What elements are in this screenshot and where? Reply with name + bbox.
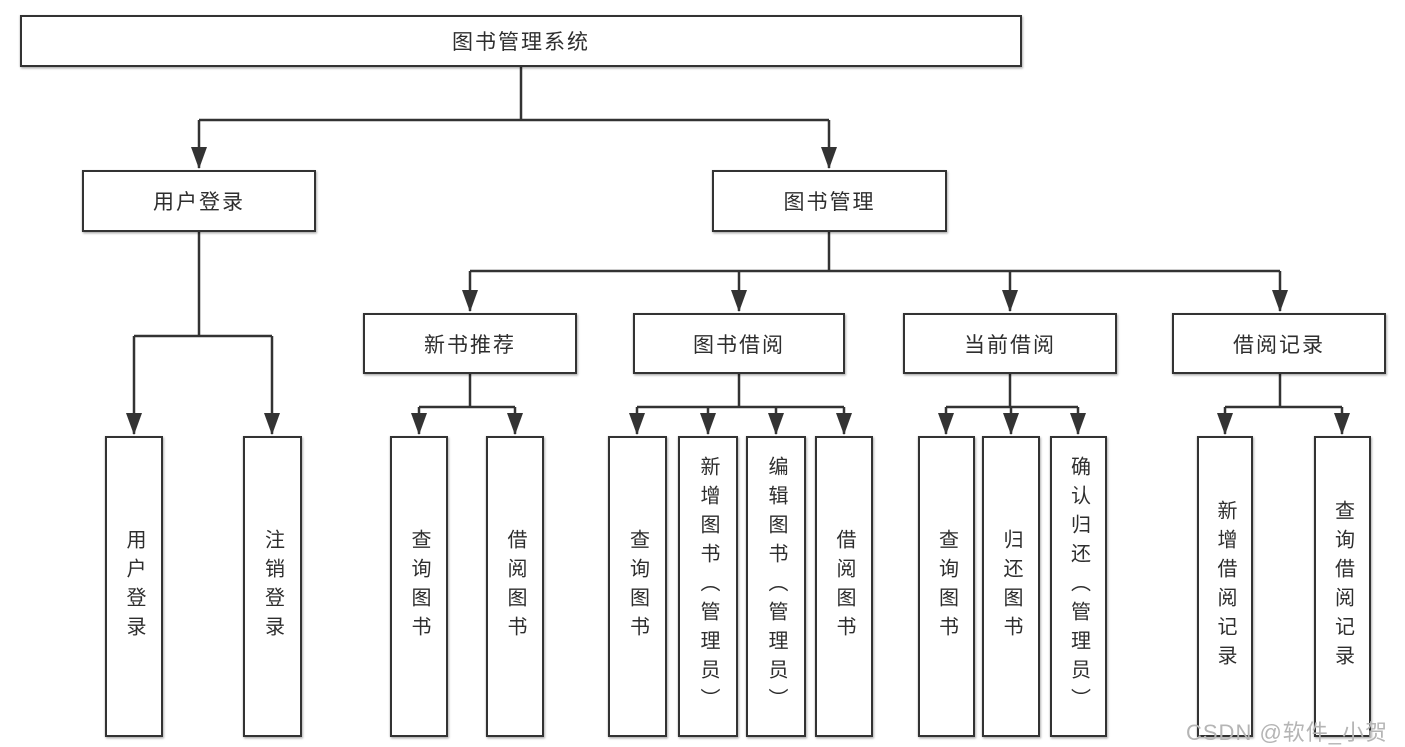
node-book-management: 图书管理 [712,170,947,232]
leaf-add-book-admin: 新增图书（管理员） [678,436,738,737]
csdn-watermark: CSDN @软件_小贺同学 [1186,720,1389,745]
leaf-confirm-return-admin: 确认归还（管理员） [1050,436,1107,737]
leaf-borrow-books: 借阅图书 [815,436,873,737]
node-book-borrow: 图书借阅 [633,313,845,374]
node-new-book-recommend: 新书推荐 [363,313,577,374]
leaf-return-books: 归还图书 [982,436,1040,737]
node-current-borrow: 当前借阅 [903,313,1117,374]
node-user-login: 用户登录 [82,170,316,232]
leaf-query-books-current: 查询图书 [918,436,975,737]
tree-edges [134,67,1342,409]
node-library-management-system: 图书管理系统 [20,15,1022,67]
leaf-query-books-recommend: 查询图书 [390,436,448,737]
node-borrow-records: 借阅记录 [1172,313,1386,374]
leaf-borrow-books-recommend: 借阅图书 [486,436,544,737]
leaf-query-borrow-record: 查询借阅记录 [1314,436,1371,737]
leaf-logout-login: 注销登录 [243,436,302,737]
leaf-query-books-borrow: 查询图书 [608,436,667,737]
leaf-add-borrow-record: 新增借阅记录 [1197,436,1253,737]
leaf-edit-book-admin: 编辑图书（管理员） [746,436,806,737]
leaf-user-login: 用户登录 [105,436,163,737]
tree-arrows [126,120,1350,435]
